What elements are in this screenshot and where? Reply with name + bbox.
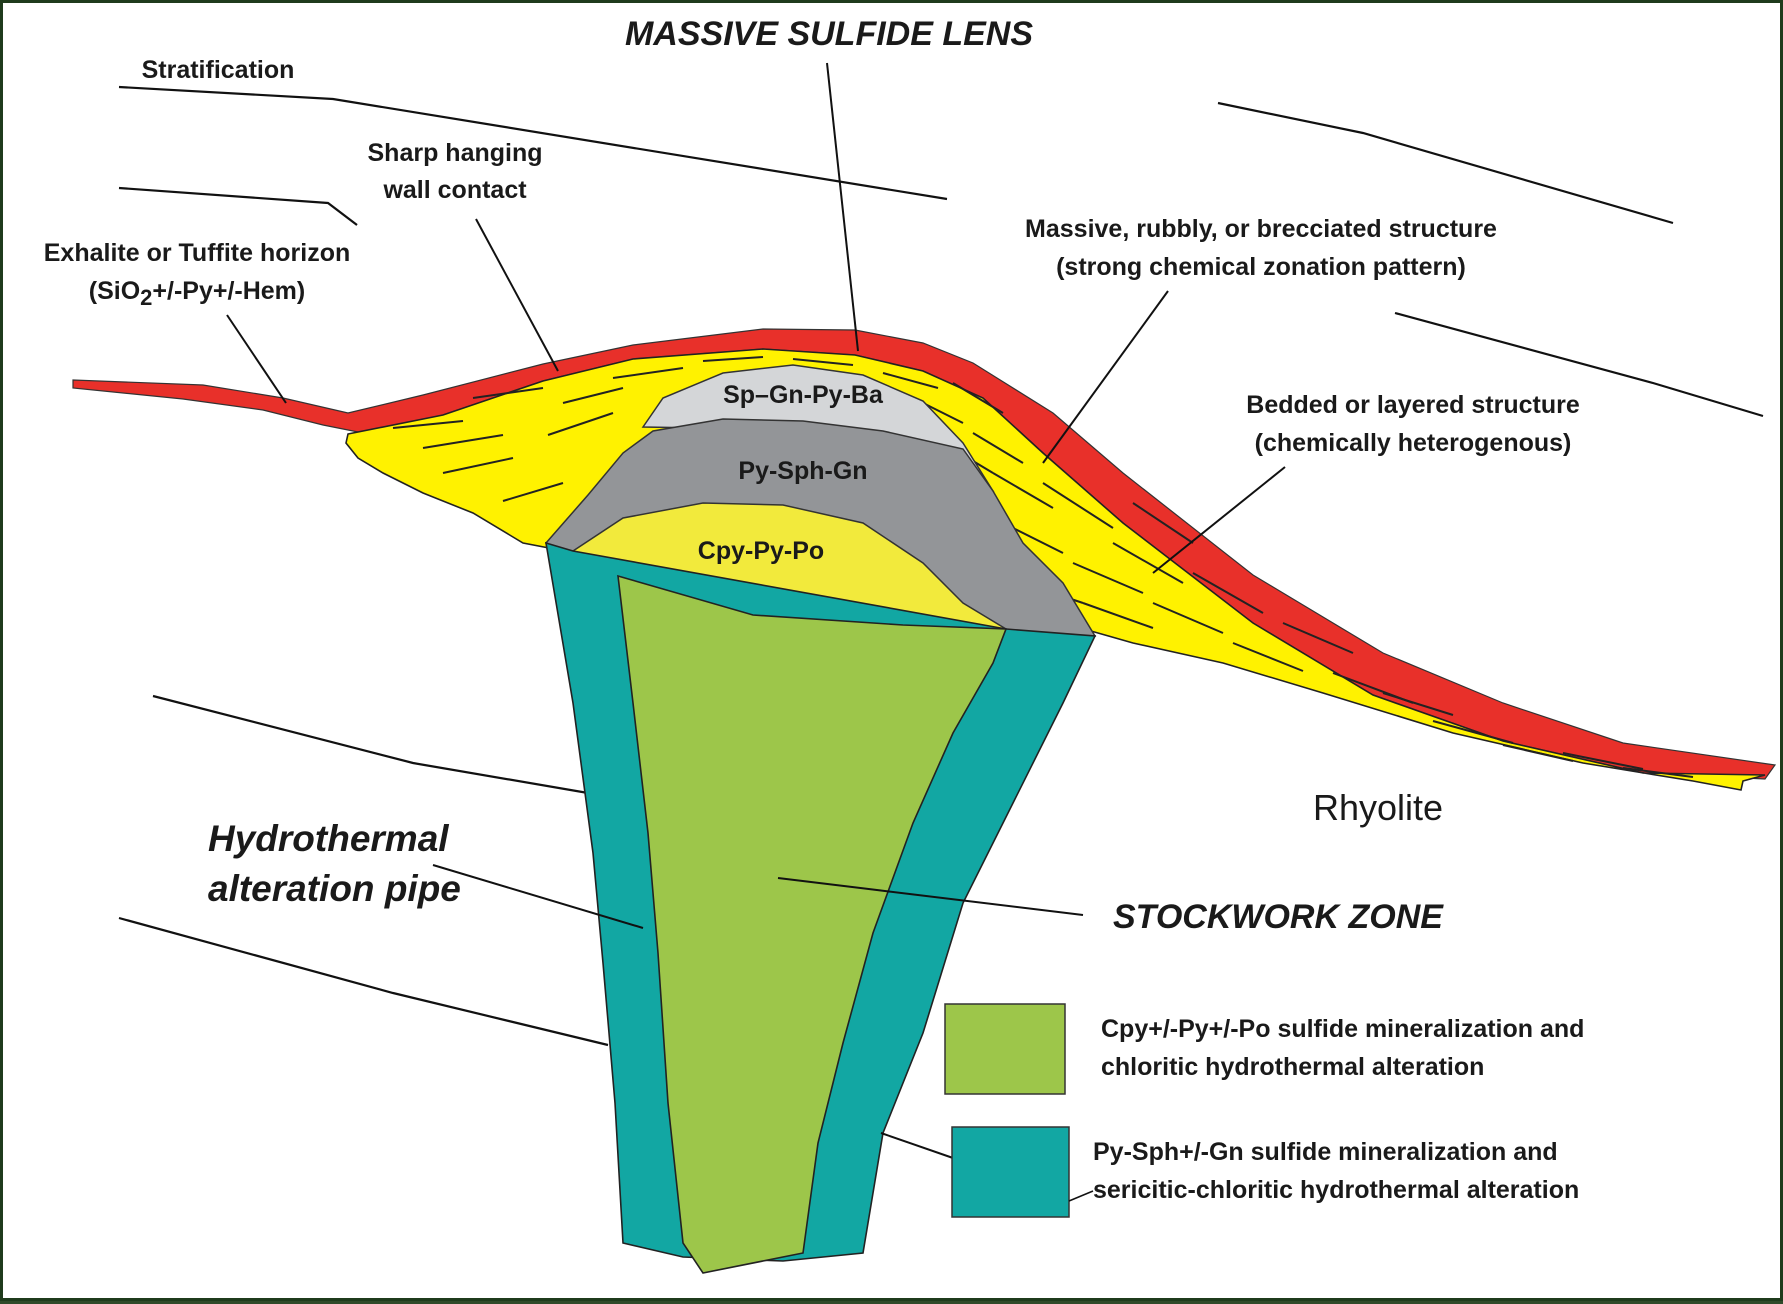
hydrothermal-pipe-label-1: Hydrothermal [208, 818, 449, 859]
stockwork-zone-title: STOCKWORK ZONE [1113, 898, 1444, 936]
exhalite-label-2-sub: 2 [140, 285, 152, 310]
bedded-label-1: Bedded or layered structure [1246, 391, 1580, 419]
sharp-contact-label-1: Sharp hanging [368, 139, 543, 167]
legend-teal-line1: Py-Sph+/-Gn sulfide mineralization and [1093, 1138, 1558, 1166]
zone-top-label: Sp–Gn-Py-Ba [723, 381, 884, 409]
leader-legend-teal [881, 1133, 953, 1158]
leader-massive-sulfide [827, 63, 858, 351]
bedded-label-2: (chemically heterogenous) [1255, 429, 1572, 457]
exhalite-label-2: (SiO2+/-Py+/-Hem) [89, 277, 306, 310]
strat-line-6 [119, 918, 608, 1045]
leader-sharp-contact [476, 219, 558, 371]
legend-teal-line2: sericitic-chloritic hydrothermal alterat… [1093, 1176, 1579, 1204]
hydrothermal-pipe-label-2: alteration pipe [208, 868, 461, 909]
exhalite-label-2-post: +/-Py+/-Hem) [152, 277, 305, 305]
legend-swatch-teal [952, 1127, 1069, 1217]
strat-line-2 [119, 188, 357, 225]
stratification-label: Stratification [142, 56, 295, 84]
strat-line-5 [153, 696, 588, 793]
zone-middle-label: Py-Sph-Gn [738, 457, 867, 485]
vms-deposit-diagram: MASSIVE SULFIDE LENS Stratification Shar… [3, 3, 1783, 1304]
zone-bottom-label: Cpy-Py-Po [698, 537, 824, 565]
legend: Cpy+/-Py+/-Po sulfide mineralization and… [945, 1004, 1584, 1217]
massive-sulfide-lens-title: MASSIVE SULFIDE LENS [625, 15, 1033, 53]
strat-line-3 [1218, 103, 1673, 223]
leader-massive-structure [1043, 291, 1168, 463]
massive-structure-label-2: (strong chemical zonation pattern) [1056, 253, 1466, 281]
rhyolite-label: Rhyolite [1313, 787, 1443, 828]
exhalite-label-1: Exhalite or Tuffite horizon [44, 239, 350, 267]
legend-green-line2: chloritic hydrothermal alteration [1101, 1053, 1484, 1081]
legend-swatch-green [945, 1004, 1065, 1094]
sharp-contact-label-2: wall contact [382, 176, 527, 204]
leader-legend-teal-2 [1069, 1191, 1093, 1201]
legend-green-line1: Cpy+/-Py+/-Po sulfide mineralization and [1101, 1015, 1584, 1043]
massive-structure-label-1: Massive, rubbly, or brecciated structure [1025, 215, 1497, 243]
exhalite-label-2-pre: (SiO [89, 277, 140, 305]
